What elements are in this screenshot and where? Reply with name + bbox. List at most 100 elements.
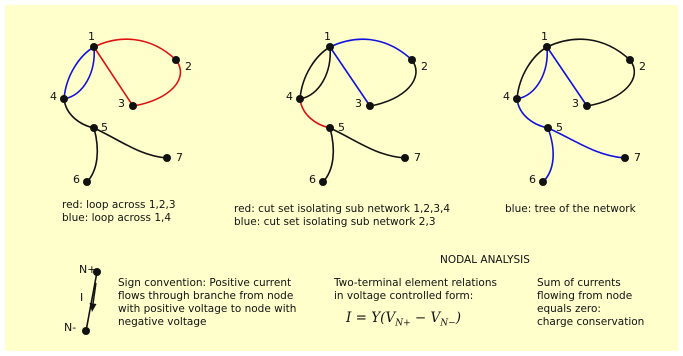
sign-convention-line1: Sign convention: Positive current — [118, 277, 292, 289]
formula-Y: Y — [371, 310, 381, 326]
terminal-plus-node — [93, 268, 101, 276]
current-arrow-head — [89, 303, 97, 312]
node-label-3: 3 — [572, 97, 579, 110]
edge-1-3 — [546, 46, 588, 107]
graph-tree: 1 2 3 4 5 6 7 — [503, 30, 646, 186]
edge-2-3 — [586, 59, 636, 107]
node-5 — [544, 124, 552, 132]
edge-5-6 — [322, 127, 335, 183]
node-label-1: 1 — [541, 30, 548, 43]
graph1-caption-line2: blue: loop across 1,4 — [62, 212, 172, 224]
edge-1-2 — [329, 38, 413, 61]
node-3 — [583, 102, 591, 110]
node-label-1: 1 — [324, 30, 331, 43]
node-label-2: 2 — [185, 60, 192, 73]
edge-1-2 — [546, 38, 631, 61]
node-2 — [626, 56, 634, 64]
node-label-5: 5 — [101, 121, 108, 134]
graph2-caption: red: cut set isolating sub network 1,2,3… — [234, 203, 450, 229]
graph3-caption-line1: blue: tree of the network — [505, 203, 636, 215]
element-relation-formula: I = Y(VN+ − VN−) — [346, 310, 461, 329]
edge-5-7 — [547, 127, 626, 159]
node-1 — [543, 43, 551, 51]
node-label-3: 3 — [118, 97, 125, 110]
node-label-7: 7 — [414, 151, 421, 164]
element-relations-line1: Two-terminal element relations — [334, 277, 497, 289]
formula-V2: V — [430, 310, 441, 326]
node-7 — [163, 154, 171, 162]
node-label-5: 5 — [338, 121, 345, 134]
graph1-caption: red: loop across 1,2,3 blue: loop across… — [62, 199, 176, 225]
node-6 — [319, 178, 327, 186]
edge-2-3 — [369, 59, 417, 107]
node-label-2: 2 — [421, 60, 428, 73]
node-label-7: 7 — [634, 151, 641, 164]
node-4 — [296, 95, 304, 103]
node-label-6: 6 — [73, 173, 80, 186]
edge-5-6 — [86, 127, 99, 183]
kcl-line1: Sum of currents — [537, 277, 621, 289]
node-5 — [90, 124, 98, 132]
edge-4-5 — [516, 98, 549, 129]
edge-1-4-inner — [299, 46, 331, 100]
node-7 — [401, 154, 409, 162]
node-label-1: 1 — [88, 30, 95, 43]
graph-loops: 1 2 3 4 5 6 7 — [50, 30, 192, 186]
edge-1-3 — [329, 46, 371, 107]
kcl-text: Sum of currents flowing from node equals… — [537, 277, 644, 329]
node-label-5: 5 — [556, 121, 563, 134]
node-label-2: 2 — [639, 60, 646, 73]
node-4 — [513, 95, 521, 103]
edge-1-4-outer — [63, 46, 95, 100]
nodal-analysis-title: NODAL ANALYSIS — [440, 254, 530, 266]
graph1-caption-line1: red: loop across 1,2,3 — [62, 199, 176, 211]
edge-4-5 — [63, 98, 95, 129]
node-label-3: 3 — [355, 97, 362, 110]
node-7 — [621, 154, 629, 162]
edge-5-7 — [93, 127, 168, 159]
edge-1-4-outer — [516, 46, 548, 100]
graph-cutsets: 1 2 3 4 5 6 7 — [286, 30, 428, 186]
current-label: I — [80, 291, 83, 304]
graph3-caption: blue: tree of the network — [505, 203, 636, 216]
element-relations-line2: in voltage controlled form: — [334, 290, 474, 302]
sign-convention-line3: with positive voltage to node with — [118, 303, 297, 315]
formula-V1: V — [385, 310, 396, 326]
edge-1-4-inner — [516, 46, 548, 100]
terminal-minus-label: N- — [64, 321, 76, 334]
node-label-4: 4 — [286, 90, 293, 103]
kcl-line4: charge conservation — [537, 316, 645, 328]
edge-4-5 — [299, 98, 331, 129]
node-label-4: 4 — [503, 90, 510, 103]
node-2 — [408, 56, 416, 64]
graph2-caption-line1: red: cut set isolating sub network 1,2,3… — [234, 203, 451, 215]
sign-convention-line4: negative voltage — [118, 316, 207, 328]
edge-5-6 — [542, 127, 554, 183]
two-terminal-element: N+ N- I — [64, 263, 101, 335]
edge-5-7 — [329, 127, 406, 159]
terminal-plus-label: N+ — [79, 263, 96, 276]
sign-convention-text: Sign convention: Positive current flows … — [118, 277, 296, 329]
node-3 — [366, 102, 374, 110]
node-1 — [90, 43, 98, 51]
node-4 — [60, 95, 68, 103]
current-arrow-shaft — [92, 282, 97, 305]
node-5 — [326, 124, 334, 132]
branch-line — [85, 271, 98, 332]
edge-1-2 — [93, 38, 177, 61]
graph2-caption-line2: blue: cut set isolating sub network 2,3 — [234, 216, 436, 228]
formula-I: I — [346, 310, 352, 326]
terminal-minus-node — [82, 327, 90, 335]
edge-1-3 — [93, 46, 134, 107]
node-label-6: 6 — [309, 173, 316, 186]
node-6 — [83, 178, 91, 186]
sign-convention-line2: flows through branche from node — [118, 290, 294, 302]
node-6 — [539, 178, 547, 186]
edge-1-4-inner — [63, 46, 95, 100]
kcl-line3: equals zero: — [537, 303, 601, 315]
element-relations-text: Two-terminal element relations in voltag… — [334, 277, 497, 303]
node-label-7: 7 — [176, 151, 183, 164]
node-1 — [326, 43, 334, 51]
